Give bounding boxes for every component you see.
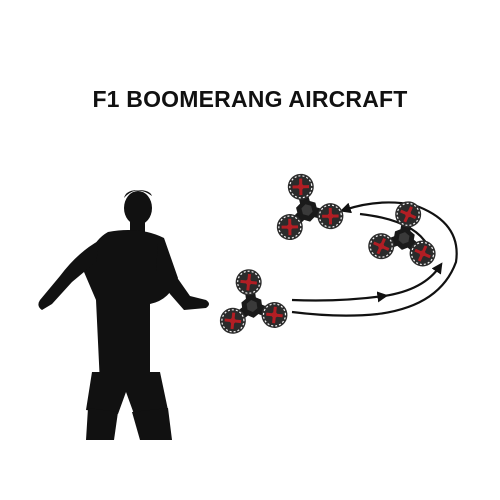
curved-arrow-icon	[291, 291, 389, 303]
curved-arrow-icon	[383, 262, 443, 298]
drone-icon	[366, 196, 444, 269]
curved-arrow-icon	[377, 203, 458, 316]
drone-icon	[213, 265, 289, 336]
person-silhouette-icon	[38, 190, 209, 440]
drone-icon	[265, 165, 347, 242]
curved-arrow-icon	[291, 310, 379, 317]
page-title: F1 BOOMERANG AIRCRAFT	[92, 86, 408, 112]
